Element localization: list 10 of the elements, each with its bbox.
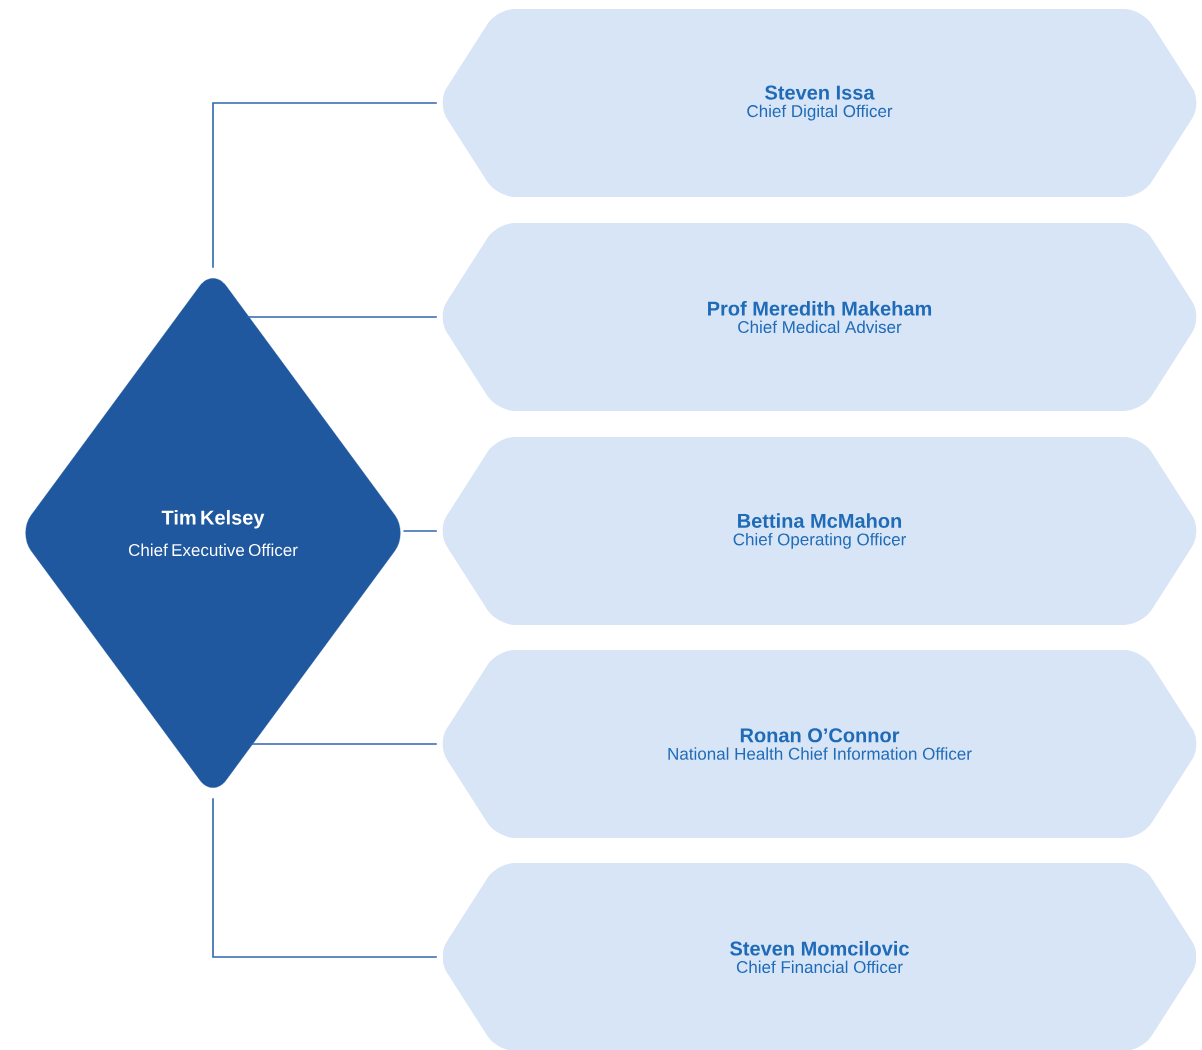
connector-line	[245, 316, 438, 318]
hexagon-box: Steven Issa Chief Digital Officer	[442, 9, 1197, 197]
connector-line	[402, 530, 438, 532]
hexagon-box: Steven Momcilovic Chief Financial Officer	[442, 863, 1197, 1050]
connector-line	[212, 102, 438, 269]
hexagon-box: Prof Meredith Makeham Chief Medical Adviser	[442, 223, 1197, 411]
hexagon-box: Bettina McMahon Chief Operating Officer	[442, 437, 1197, 625]
connector-line	[212, 797, 438, 958]
hexagon-box: Ronan O’Connor National Health Chief Information Officer	[442, 650, 1197, 838]
connector-line	[248, 743, 438, 745]
